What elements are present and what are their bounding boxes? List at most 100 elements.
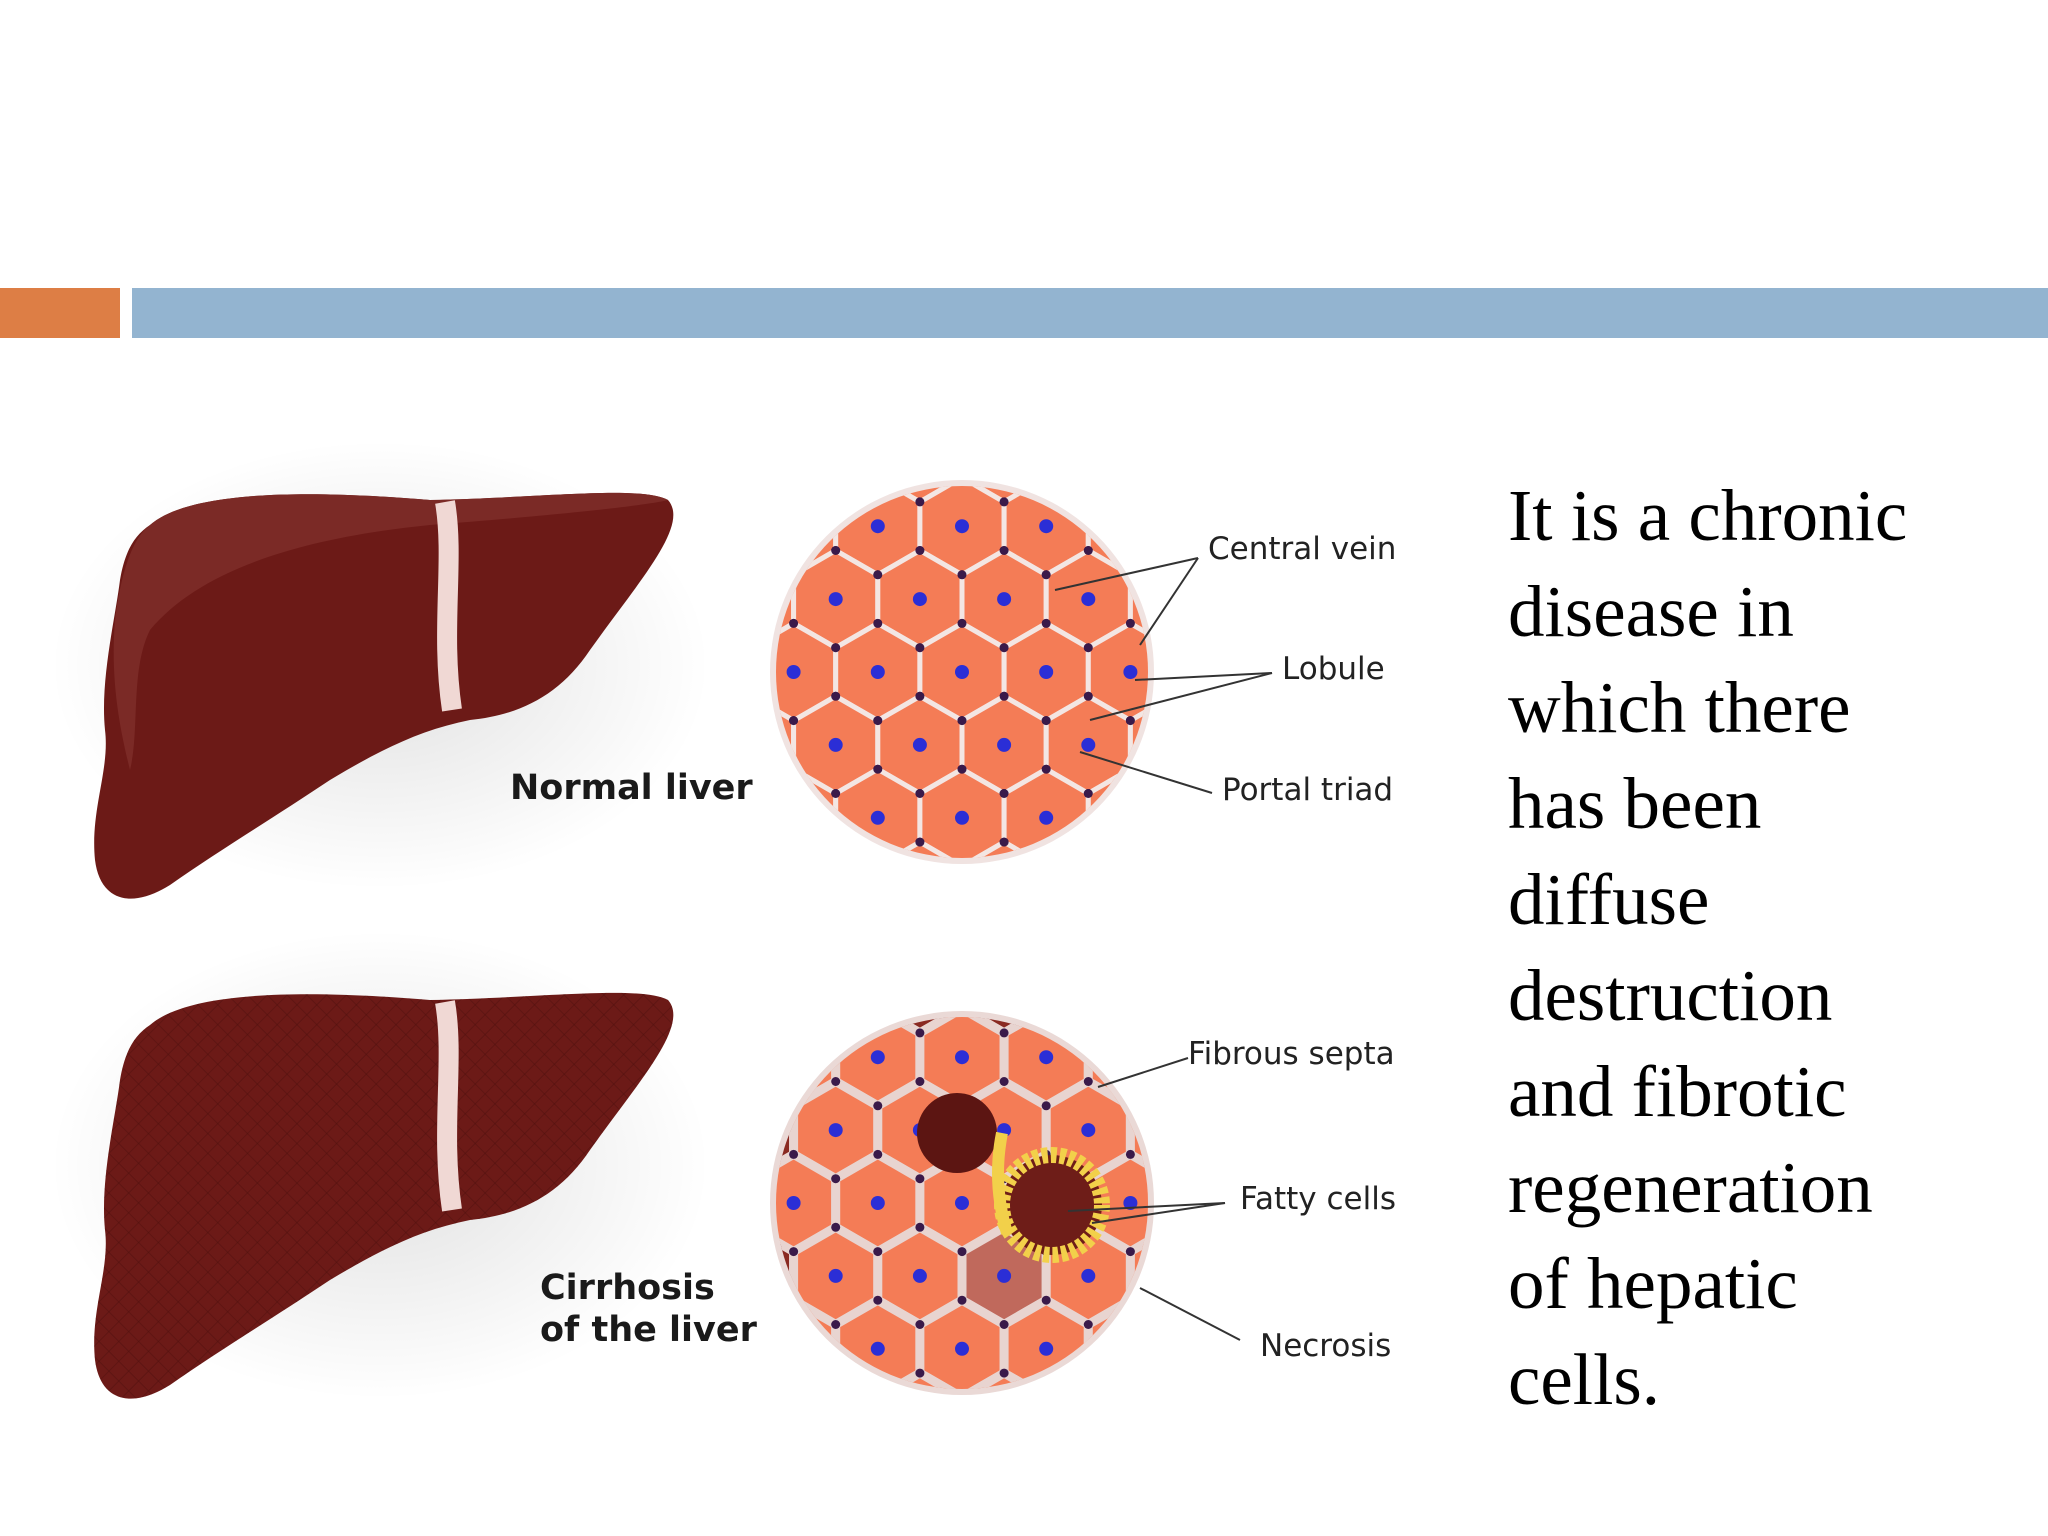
portal-triad-mark: [1042, 1004, 1051, 1013]
central-vein-dot: [828, 592, 843, 607]
central-vein-dot: [745, 738, 759, 752]
hepatocyte-cell: [1041, 1367, 1135, 1389]
portal-triad-mark: [747, 546, 756, 555]
portal-triad-mark: [1126, 1004, 1135, 1013]
portal-triad-mark: [999, 546, 1009, 555]
portal-triad-mark: [1168, 546, 1177, 555]
portal-triad-mark: [1041, 570, 1051, 580]
portal-triad-mark: [1041, 1101, 1051, 1111]
portal-triad-mark: [1210, 1004, 1219, 1013]
portal-triad-mark: [1210, 1150, 1219, 1159]
callout-necrosis: Necrosis: [1260, 1328, 1392, 1364]
portal-triad-mark: [873, 570, 883, 580]
central-vein-dot: [745, 884, 759, 898]
central-vein-dot: [1165, 884, 1179, 898]
portal-triad-mark: [1168, 1320, 1177, 1329]
portal-triad-mark: [1083, 1028, 1093, 1038]
portal-triad-mark: [789, 956, 798, 965]
hepatocyte-cell: [1172, 1300, 1256, 1397]
portal-triad-mark: [1168, 935, 1177, 944]
portal-triad-mark: [1252, 643, 1261, 652]
portal-triad-mark: [789, 1393, 798, 1402]
central-vein-dot: [1081, 977, 1095, 991]
portal-triad-mark: [1041, 764, 1051, 774]
portal-triad-mark: [1252, 643, 1261, 652]
hepatocyte-cell: [1215, 1227, 1299, 1324]
central-vein-dot: [870, 519, 885, 534]
portal-triad-mark: [873, 956, 882, 965]
portal-triad-mark: [873, 1393, 882, 1402]
portal-triad-mark: [747, 546, 756, 555]
portal-triad-mark: [1252, 1369, 1261, 1378]
portal-triad-mark: [1210, 473, 1219, 482]
portal-triad-mark: [1126, 862, 1135, 871]
hepatocyte-cell: [789, 1017, 883, 1039]
portal-triad-mark: [1252, 838, 1261, 847]
portal-triad-mark: [831, 1174, 841, 1184]
central-vein-dot: [703, 519, 717, 533]
central-vein-dot: [913, 1415, 927, 1429]
central-vein-dot: [1250, 1269, 1264, 1283]
central-vein-dot: [997, 592, 1012, 607]
portal-triad-mark: [1168, 1077, 1177, 1086]
portal-triad-mark: [1210, 619, 1219, 628]
portal-triad-mark: [789, 1393, 798, 1402]
portal-triad-mark: [1041, 1295, 1051, 1305]
portal-triad-mark: [1294, 716, 1303, 725]
portal-triad-mark: [1042, 862, 1051, 871]
portal-triad-mark: [873, 1149, 883, 1159]
hepatocyte-cell: [1125, 1367, 1148, 1389]
portal-triad-mark: [789, 911, 798, 920]
portal-triad-mark: [1126, 911, 1135, 920]
central-vein-dot: [1081, 1268, 1096, 1283]
portal-triad-mark: [958, 430, 967, 434]
hepatocyte-cell: [1215, 936, 1299, 1033]
portal-triad-mark: [1210, 1247, 1219, 1256]
portal-triad-mark: [873, 1247, 883, 1257]
normal-liver-organ: [50, 440, 710, 899]
central-vein-dot: [955, 1196, 969, 1210]
portal-triad-mark: [1252, 838, 1261, 847]
portal-triad-mark: [705, 1247, 714, 1256]
portal-triad-mark: [1042, 862, 1051, 871]
portal-triad-mark: [1083, 497, 1093, 507]
portal-triad-mark: [873, 473, 882, 482]
portal-triad-mark: [1126, 430, 1135, 434]
portal-triad-mark: [705, 1393, 714, 1402]
central-vein-dot: [1123, 1196, 1138, 1210]
hepatocyte-cell: [791, 839, 881, 858]
central-vein-dot: [1250, 884, 1264, 898]
portal-triad-mark: [705, 619, 714, 628]
central-vein-dot: [870, 665, 885, 679]
portal-triad-mark: [1210, 716, 1219, 725]
cirrhosis-liver-organ: [50, 930, 710, 1400]
portal-triad-mark: [1126, 473, 1135, 482]
description-line: diffuse: [1508, 859, 1710, 940]
portal-triad-mark: [1042, 430, 1051, 434]
portal-triad-mark: [747, 1369, 756, 1378]
portal-triad-mark: [747, 692, 756, 701]
portal-triad-mark: [789, 1393, 798, 1402]
portal-triad-mark: [1294, 1247, 1303, 1256]
portal-triad-mark: [705, 1004, 714, 1013]
portal-triad-mark: [1210, 430, 1219, 434]
portal-triad-mark: [957, 1247, 967, 1257]
portal-triad-mark: [915, 931, 924, 940]
portal-triad-mark: [1168, 1028, 1177, 1037]
portal-triad-mark: [1083, 1368, 1093, 1378]
portal-triad-mark: [1083, 1368, 1093, 1378]
portal-triad-mark: [1210, 765, 1219, 774]
description-line: of hepatic: [1508, 1243, 1798, 1324]
portal-triad-mark: [1168, 1077, 1177, 1086]
portal-triad-mark: [1168, 789, 1177, 798]
portal-triad-mark: [1168, 1028, 1177, 1037]
portal-triad-mark: [705, 473, 714, 482]
central-vein-dot: [1250, 446, 1264, 460]
portal-triad-mark: [1042, 1004, 1051, 1013]
central-vein-dot: [1250, 592, 1264, 606]
portal-triad-mark: [831, 1077, 841, 1086]
portal-triad-mark: [915, 691, 925, 701]
central-vein-dot: [870, 1196, 885, 1210]
central-vein-dot: [829, 1415, 843, 1429]
central-vein-dot: [997, 446, 1011, 460]
